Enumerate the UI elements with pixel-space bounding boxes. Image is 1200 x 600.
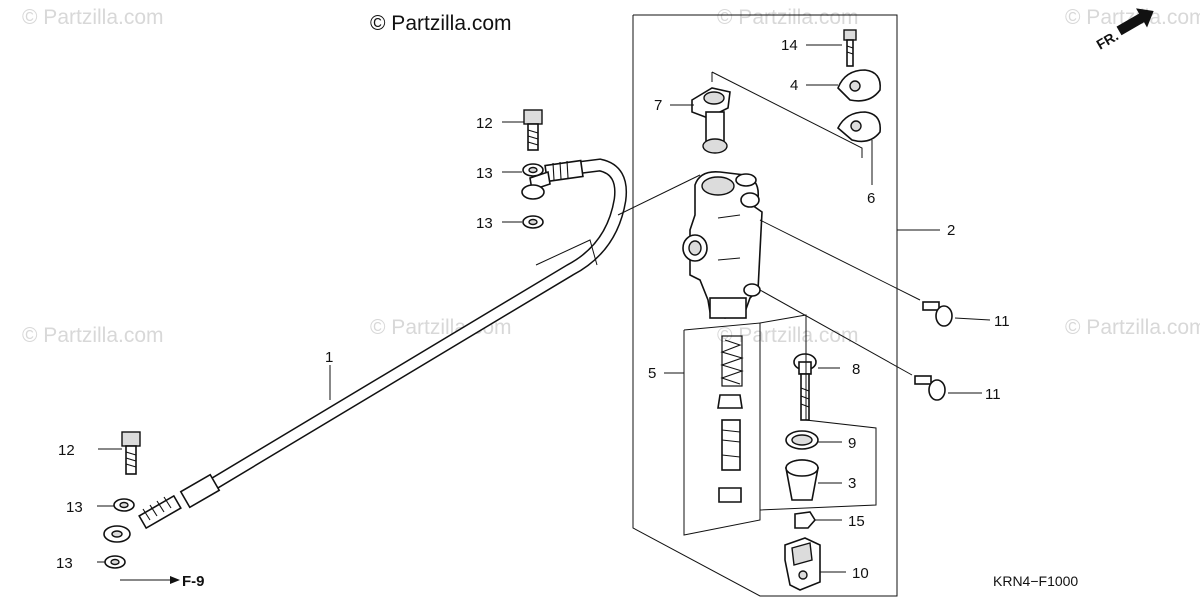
master-cylinder-body: [617, 170, 763, 319]
callout-12: 12: [58, 442, 75, 459]
front-arrow-icon: [1116, 8, 1154, 36]
watermark: © Partzilla.com: [717, 6, 859, 29]
watermark: © Partzilla.com: [22, 324, 164, 347]
brake-hose: [103, 158, 628, 543]
callout-7: 7: [654, 97, 662, 114]
brand-text: © Partzilla.com: [370, 12, 512, 35]
upper-bolt-and-washers: [502, 109, 598, 266]
callout-13: 13: [66, 499, 83, 516]
watermarks: © Partzilla.com © Partzilla.com © Partzi…: [22, 6, 1200, 347]
lower-bolt-and-washers: [97, 431, 180, 584]
cap-gasket-bolt: [806, 29, 882, 185]
callout-9: 9: [848, 435, 856, 452]
callout-12: 12: [476, 115, 493, 132]
reference-arrow-icon: [170, 576, 180, 584]
callout-4: 4: [790, 77, 798, 94]
callout-13: 13: [476, 215, 493, 232]
callout-1: 1: [325, 349, 333, 366]
callout-8: 8: [852, 361, 860, 378]
callout-15: 15: [848, 513, 865, 530]
callout-11: 11: [994, 313, 1010, 330]
watermark: © Partzilla.com: [22, 6, 164, 29]
screws: [759, 219, 991, 401]
assembly-bracket: [632, 14, 940, 597]
callouts: 1 2 3 4 5 6 7 8 9 10 11 11 12 12 13 13 1…: [56, 37, 1010, 582]
watermark: © Partzilla.com: [1065, 316, 1200, 339]
pushrod-boot-joint: [759, 314, 877, 591]
callout-10: 10: [852, 565, 869, 582]
front-label: FR.: [1094, 27, 1122, 52]
callout-11: 11: [985, 386, 1001, 403]
callout-13: 13: [476, 165, 493, 182]
callout-6: 6: [867, 190, 875, 207]
piston-assembly: [664, 322, 761, 536]
callout-14: 14: [781, 37, 798, 54]
reservoir-connector: [670, 71, 863, 158]
callout-2: 2: [947, 222, 955, 239]
callout-5: 5: [648, 365, 656, 382]
watermark: © Partzilla.com: [717, 324, 859, 347]
callout-3: 3: [848, 475, 856, 492]
reference-label: F-9: [182, 573, 205, 590]
diagram-code: KRN4−F1000: [993, 573, 1078, 589]
callout-13: 13: [56, 555, 73, 572]
